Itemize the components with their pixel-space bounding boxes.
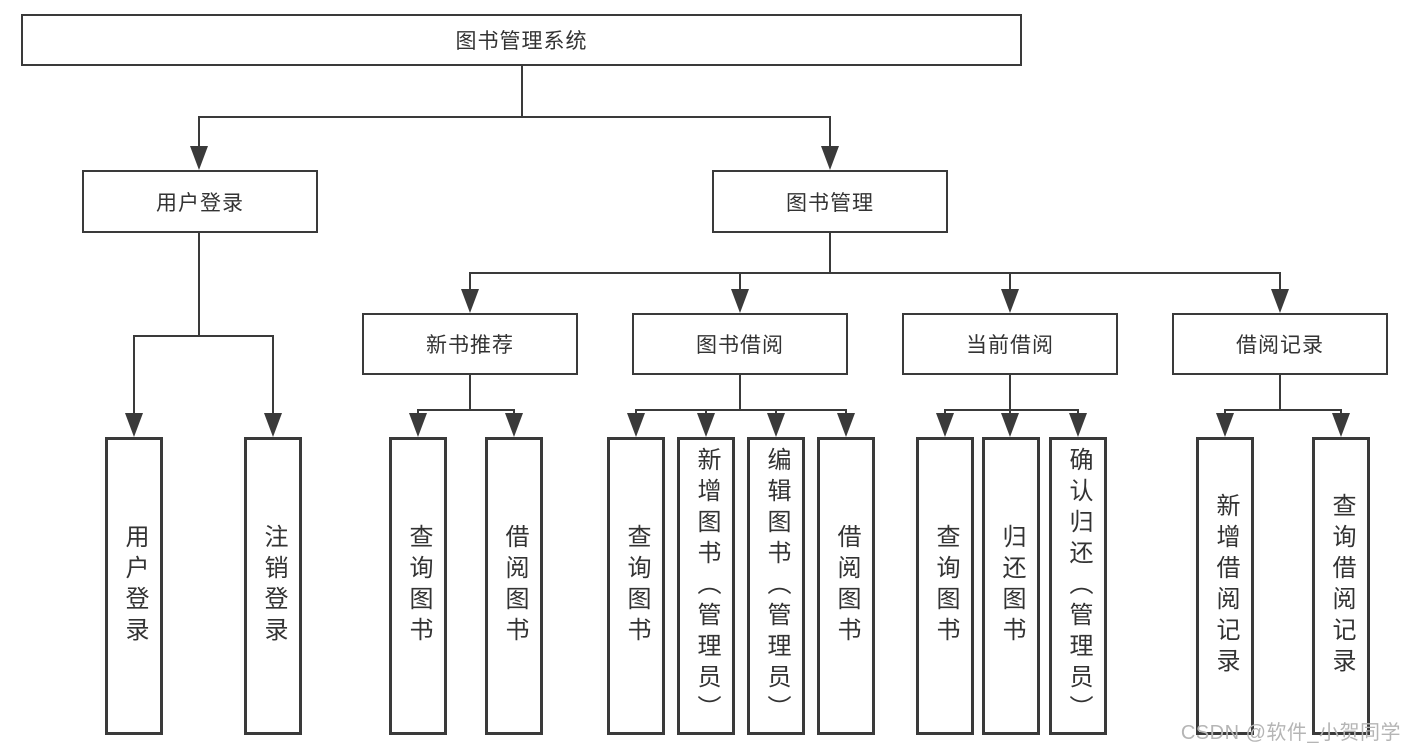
node-label: 借阅记录	[1236, 334, 1324, 357]
node-library-system: 图书管理系统	[21, 14, 1022, 66]
leaf-label: 借阅图书	[501, 524, 528, 648]
leaf-label: 查询借阅记录	[1328, 493, 1355, 679]
node-book-borrow: 图书借阅	[632, 313, 848, 375]
leaf-label: 编辑图书（管理员）	[763, 446, 790, 726]
node-label: 图书借阅	[696, 334, 784, 357]
arrow-down-icon	[1069, 413, 1087, 437]
arrow-down-icon	[821, 146, 839, 170]
connector-vline	[469, 272, 471, 292]
leaf-add-borrow-record: 新增借阅记录	[1196, 437, 1254, 735]
connector-vline	[272, 335, 274, 415]
connector-hline	[635, 409, 847, 411]
connector-vline	[1009, 272, 1011, 292]
arrow-down-icon	[1332, 413, 1350, 437]
leaf-query-borrow-record: 查询借阅记录	[1312, 437, 1370, 735]
leaf-label: 确认归还（管理员）	[1065, 446, 1092, 726]
leaf-label: 查询图书	[932, 524, 959, 648]
arrow-down-icon	[461, 289, 479, 313]
connector-vline	[198, 231, 200, 337]
arrow-down-icon	[837, 413, 855, 437]
leaf-borrow-books: 借阅图书	[817, 437, 875, 735]
arrow-down-icon	[1001, 289, 1019, 313]
leaf-label: 新增图书（管理员）	[693, 446, 720, 726]
leaf-label: 查询图书	[623, 524, 650, 648]
connector-hline	[1224, 409, 1342, 411]
leaf-label: 注销登录	[260, 524, 287, 648]
leaf-return-book: 归还图书	[982, 437, 1040, 735]
arrow-down-icon	[190, 146, 208, 170]
leaf-add-book-admin: 新增图书（管理员）	[677, 437, 735, 735]
connector-hline	[417, 409, 515, 411]
leaf-borrow-books-recommend: 借阅图书	[485, 437, 543, 735]
connector-vline	[739, 272, 741, 292]
leaf-label: 用户登录	[121, 524, 148, 648]
connector-hline	[198, 116, 831, 118]
node-user-login: 用户登录	[82, 170, 318, 233]
connector-vline	[1279, 272, 1281, 292]
leaf-confirm-return-admin: 确认归还（管理员）	[1049, 437, 1107, 735]
connector-vline	[1279, 373, 1281, 411]
arrow-down-icon	[1271, 289, 1289, 313]
connector-vline	[521, 66, 523, 118]
connector-vline	[198, 116, 200, 150]
connector-hline	[944, 409, 1079, 411]
connector-hline	[469, 272, 1281, 274]
node-borrow-record: 借阅记录	[1172, 313, 1388, 375]
node-label: 当前借阅	[966, 334, 1054, 357]
arrow-down-icon	[1001, 413, 1019, 437]
connector-vline	[133, 335, 135, 415]
connector-vline	[829, 116, 831, 150]
node-label: 用户登录	[156, 191, 244, 215]
arrow-down-icon	[505, 413, 523, 437]
arrow-down-icon	[125, 413, 143, 437]
leaf-label: 借阅图书	[833, 524, 860, 648]
connector-hline	[133, 335, 274, 337]
arrow-down-icon	[409, 413, 427, 437]
connector-vline	[469, 373, 471, 411]
csdn-watermark: CSDN @软件_小贺同学	[1180, 722, 1401, 744]
connector-vline	[739, 373, 741, 411]
arrow-down-icon	[767, 413, 785, 437]
leaf-label: 查询图书	[405, 524, 432, 648]
node-book-management: 图书管理	[712, 170, 948, 233]
node-label: 新书推荐	[426, 334, 514, 357]
node-current-borrow: 当前借阅	[902, 313, 1118, 375]
leaf-query-books-current: 查询图书	[916, 437, 974, 735]
node-label: 图书管理系统	[455, 30, 588, 53]
node-label: 图书管理	[786, 191, 874, 215]
connector-vline	[829, 231, 831, 274]
leaf-user-login: 用户登录	[105, 437, 163, 735]
leaf-edit-book-admin: 编辑图书（管理员）	[747, 437, 805, 735]
arrow-down-icon	[936, 413, 954, 437]
arrow-down-icon	[731, 289, 749, 313]
leaf-label: 新增借阅记录	[1212, 493, 1239, 679]
arrow-down-icon	[697, 413, 715, 437]
leaf-logout: 注销登录	[244, 437, 302, 735]
arrow-down-icon	[1216, 413, 1234, 437]
arrow-down-icon	[627, 413, 645, 437]
arrow-down-icon	[264, 413, 282, 437]
leaf-label: 归还图书	[998, 524, 1025, 648]
leaf-query-books-recommend: 查询图书	[389, 437, 447, 735]
node-new-book-recommend: 新书推荐	[362, 313, 578, 375]
leaf-query-books-borrow: 查询图书	[607, 437, 665, 735]
connector-vline	[1009, 373, 1011, 411]
